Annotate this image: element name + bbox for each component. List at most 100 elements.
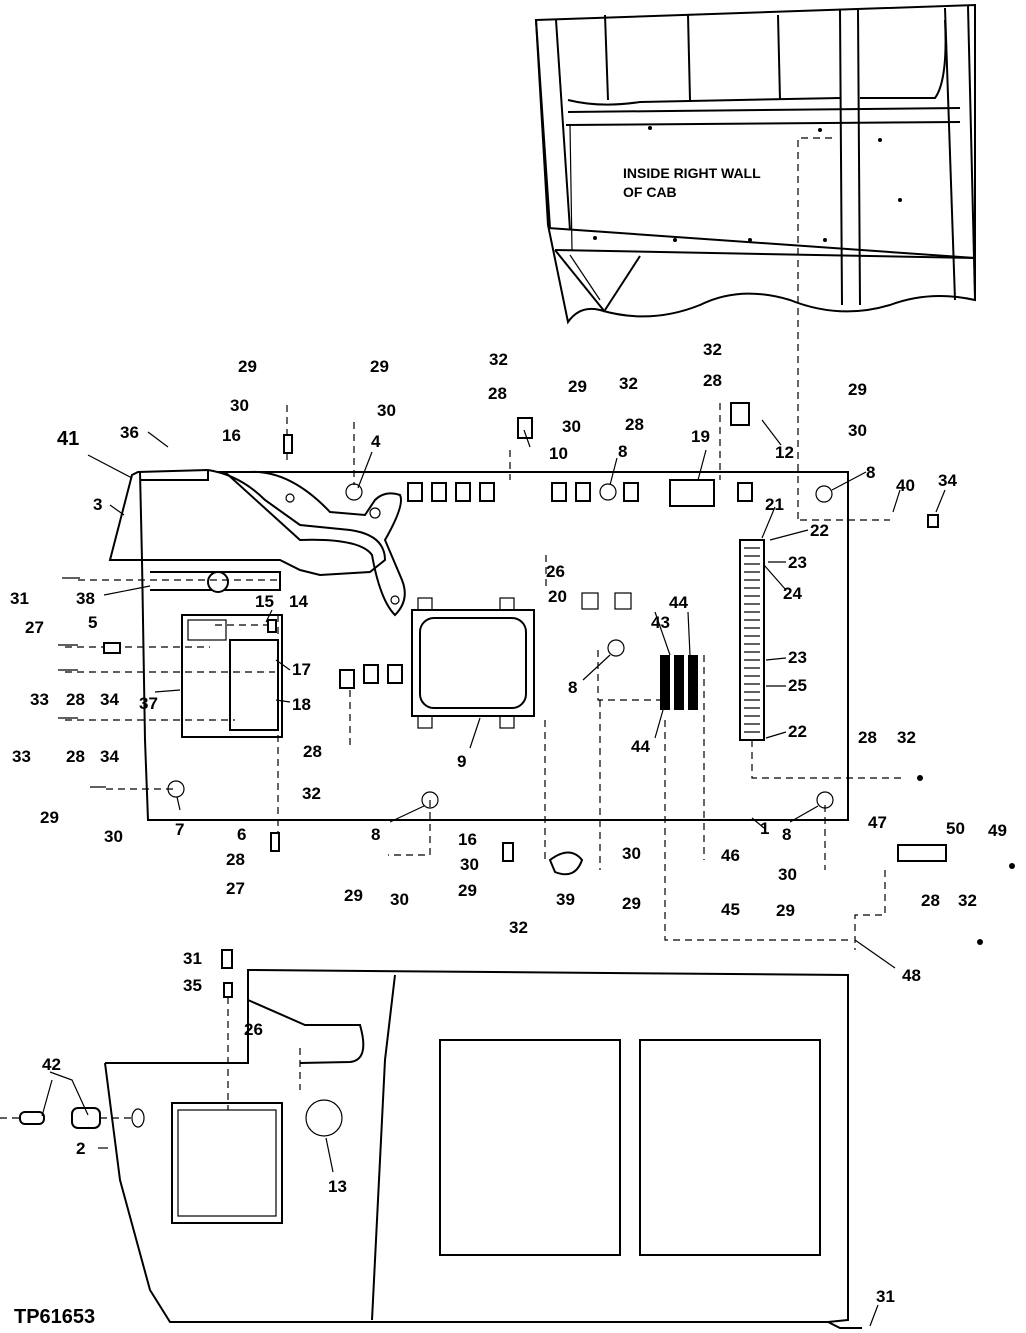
diode-packs [660,655,698,710]
cab-wall-note-line2: OF CAB [623,184,677,200]
callout-8: 8 [618,442,627,461]
callout-47: 47 [868,813,887,832]
callout-29: 29 [848,380,867,399]
callout-21: 21 [765,495,784,514]
callout-30: 30 [622,844,641,863]
callout-15: 15 [255,592,274,611]
callout-29: 29 [776,901,795,920]
relays-top-row [407,482,753,502]
callout-30: 30 [390,890,409,909]
callout-29: 29 [40,808,59,827]
callout-34: 34 [100,690,119,709]
lower-panel [0,949,862,1329]
callout-31: 31 [183,949,202,968]
callout-28: 28 [703,371,722,390]
main-panel [65,403,905,950]
callout-13: 13 [328,1177,347,1196]
callout-34: 34 [100,747,119,766]
callout-26: 26 [244,1020,263,1039]
callout-28: 28 [66,690,85,709]
callout-8: 8 [568,678,577,697]
callout-29: 29 [238,357,257,376]
callout-23: 23 [788,648,807,667]
callout-8: 8 [782,825,791,844]
callout-39: 39 [556,890,575,909]
callout-28: 28 [488,384,507,403]
fuse-block [739,539,765,741]
callout-5: 5 [88,613,97,632]
callout-24: 24 [783,584,802,603]
callout-8: 8 [371,825,380,844]
callout-32: 32 [619,374,638,393]
callout-29: 29 [622,894,641,913]
cab-wall [534,3,976,520]
callout-42: 42 [42,1055,61,1074]
callout-17: 17 [292,660,311,679]
callout-29: 29 [458,881,477,900]
callout-18: 18 [292,695,311,714]
callout-32: 32 [509,918,528,937]
callout-48: 48 [902,966,921,985]
callout-8: 8 [866,463,875,482]
callout-43: 43 [651,613,670,632]
callout-7: 7 [175,820,184,839]
callout-28: 28 [226,850,245,869]
callout-2: 2 [76,1139,85,1158]
callout-49: 49 [988,821,1007,840]
callout-38: 38 [76,589,95,608]
callout-28: 28 [303,742,322,761]
callout-50: 50 [946,819,965,838]
callout-32: 32 [703,340,722,359]
callout-41: 41 [57,428,79,450]
callout-30: 30 [377,401,396,420]
callout-37: 37 [139,694,158,713]
callout-29: 29 [370,357,389,376]
callout-31: 31 [10,589,29,608]
callout-32: 32 [302,784,321,803]
callout-28: 28 [66,747,85,766]
callout-30: 30 [848,421,867,440]
callout-29: 29 [568,377,587,396]
callout-9: 9 [457,752,466,771]
controller-module [411,597,535,729]
callout-27: 27 [226,879,245,898]
callout-25: 25 [788,676,807,695]
figure-id: TP61653 [14,1306,95,1328]
callout-22: 22 [810,521,829,540]
callout-28: 28 [858,728,877,747]
callout-28: 28 [921,891,940,910]
callout-10: 10 [549,444,568,463]
callout-32: 32 [489,350,508,369]
callout-20: 20 [548,587,567,606]
callout-40: 40 [896,476,915,495]
callout-29: 29 [344,886,363,905]
callout-34: 34 [938,471,957,490]
callout-32: 32 [958,891,977,910]
callout-14: 14 [289,592,308,611]
cab-wall-note-line1: INSIDE RIGHT WALL [623,165,761,181]
callout-30: 30 [562,417,581,436]
callout-3: 3 [93,495,102,514]
callout-45: 45 [721,900,740,919]
callout-1: 1 [760,819,769,838]
callout-28: 28 [625,415,644,434]
callout-46: 46 [721,846,740,865]
callout-12: 12 [775,443,794,462]
hardware-pieces [58,402,1015,945]
callout-16: 16 [222,426,241,445]
callout-33: 33 [30,690,49,709]
callout-31: 31 [876,1287,895,1306]
callout-35: 35 [183,976,202,995]
callout-22: 22 [788,722,807,741]
callout-26: 26 [546,562,565,581]
callout-27: 27 [25,618,44,637]
callout-30: 30 [230,396,249,415]
callout-44: 44 [669,593,688,612]
relays-left-row [339,664,403,689]
callout-30: 30 [104,827,123,846]
callout-4: 4 [371,432,381,451]
callout-6: 6 [237,825,246,844]
callout-19: 19 [691,427,710,446]
callout-16: 16 [458,830,477,849]
